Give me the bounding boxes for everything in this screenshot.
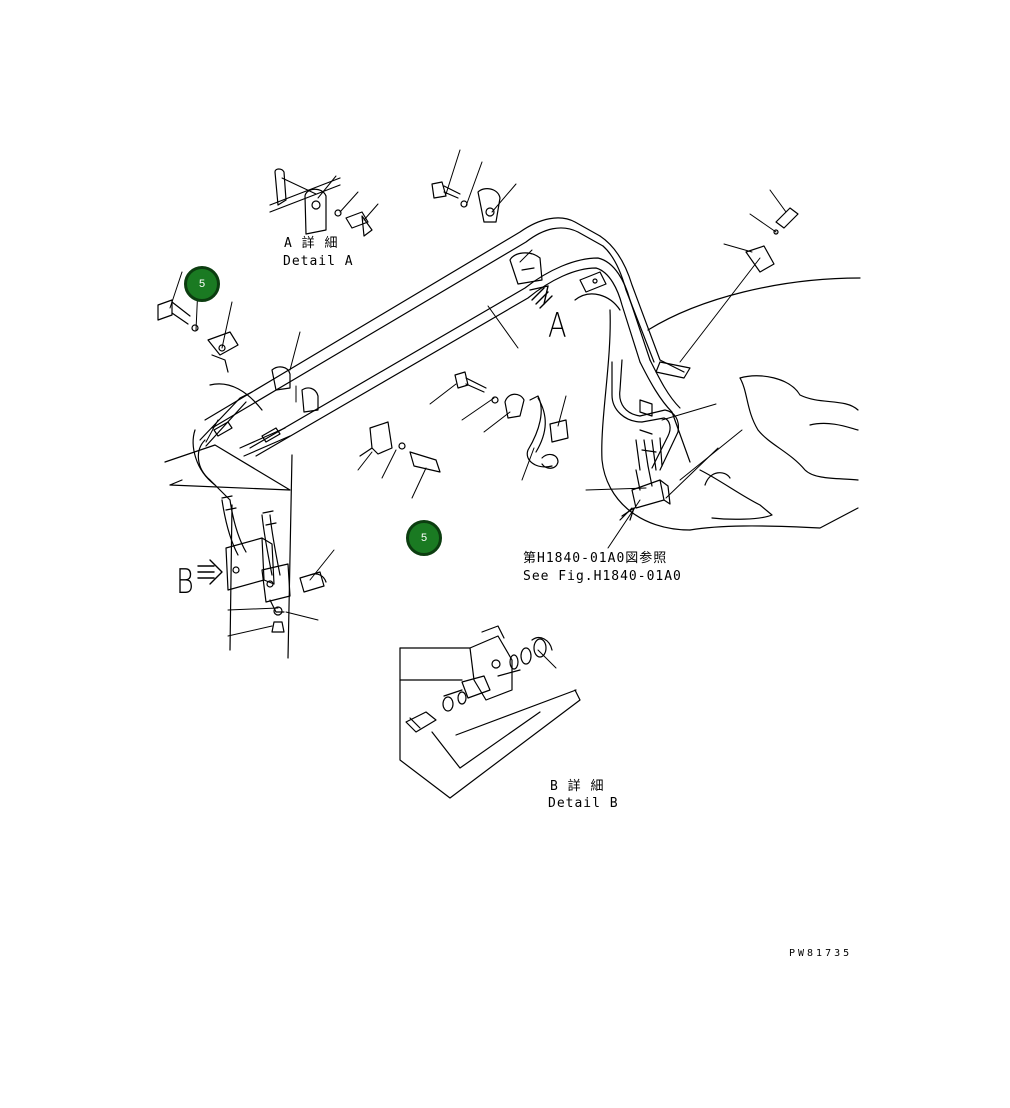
view-letter-a: A [548, 306, 567, 346]
part-callout-number: 5 [198, 278, 206, 290]
detail-b-label-jp: B 詳 細 [550, 779, 605, 794]
machine-body-outline [574, 277, 861, 531]
view-arrow-fig-reference [619, 507, 635, 521]
reference-label-jp: 第H1840-01A0図参照 [523, 551, 668, 566]
view-arrow-b [197, 559, 223, 585]
reference-label-en: See Fig.H1840-01A0 [523, 569, 682, 584]
detail-a-drawing [269, 168, 373, 237]
drawing-code: PW81735 [789, 948, 853, 959]
detail-a-label-jp: A 詳 細 [284, 236, 339, 251]
clamp-set-middle [271, 366, 441, 473]
part-callout-marker[interactable]: 5 [184, 266, 220, 302]
detail-b-drawing [399, 625, 581, 799]
clamp-set-center [454, 371, 569, 469]
upper-pipe-run [204, 217, 685, 429]
leader-lines [169, 149, 787, 669]
clamp-detail-right [655, 207, 799, 379]
clamp-set-top [431, 181, 607, 293]
part-callout-marker[interactable]: 5 [406, 520, 442, 556]
right-junction-fittings [631, 399, 671, 509]
pipe-elbow-right [611, 359, 680, 471]
lower-pipe-run [249, 257, 691, 463]
view-arrow-a [529, 285, 553, 309]
part-callout-number: 5 [420, 532, 428, 544]
detail-a-label-en: Detail A [283, 254, 354, 269]
view-letter-b: B [176, 562, 194, 602]
valve-block-b [225, 537, 327, 633]
detail-b-label-en: Detail B [548, 796, 619, 811]
left-frame [164, 383, 293, 659]
clamp-set-upper-left [157, 299, 239, 373]
left-hoses [199, 391, 291, 576]
